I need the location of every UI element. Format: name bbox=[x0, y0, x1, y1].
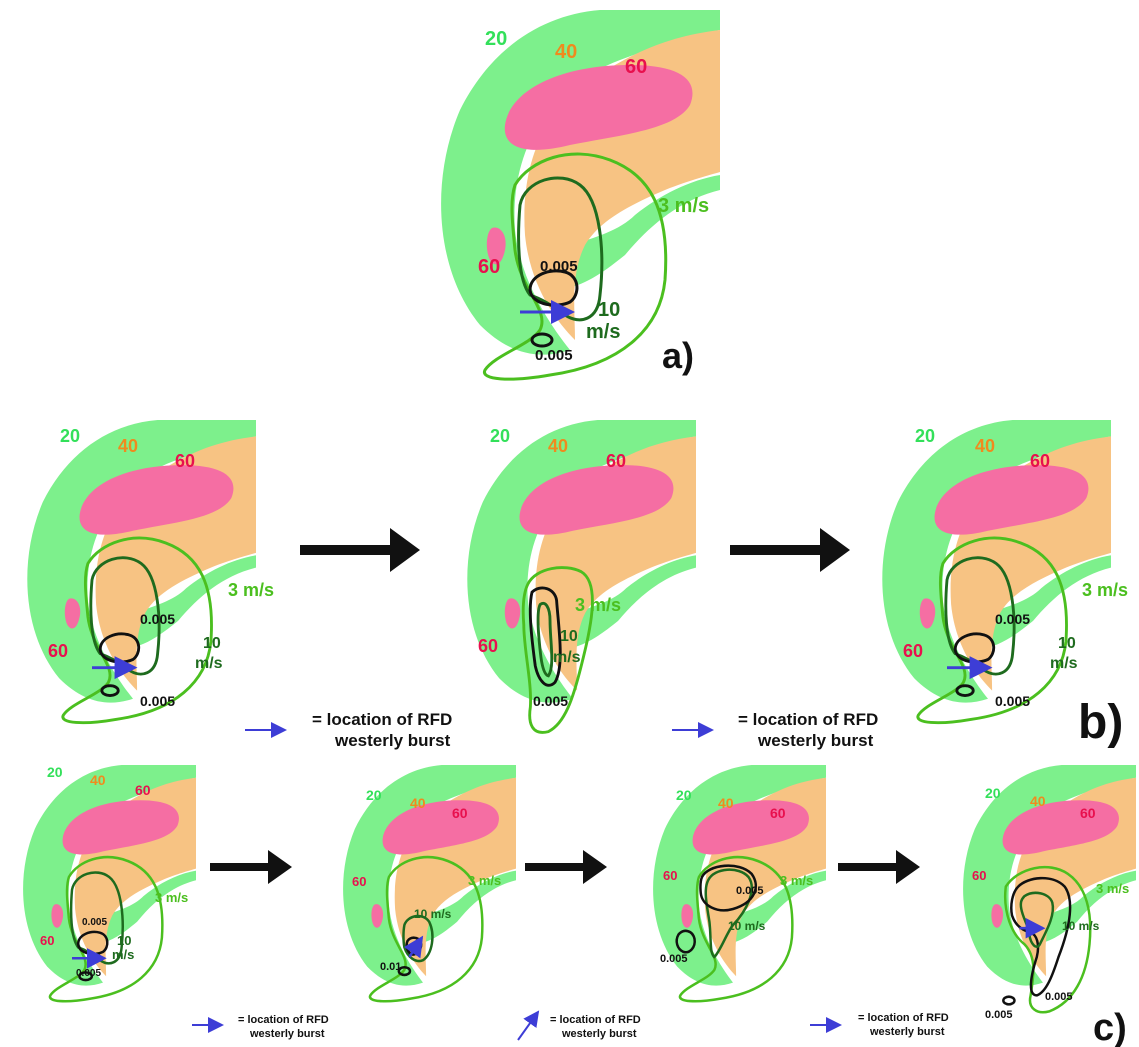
c2-label-10ms: 10 m/s bbox=[414, 907, 452, 921]
c3-label-0005-lower: 0.005 bbox=[660, 953, 688, 965]
b3-label-0005-lower: 0.005 bbox=[995, 693, 1030, 709]
c4-label-3ms: 3 m/s bbox=[1096, 881, 1129, 896]
label-60: 60 bbox=[625, 56, 647, 78]
b2-label-3ms: 3 m/s bbox=[575, 595, 621, 615]
c2-label-60-small: 60 bbox=[352, 874, 366, 889]
c4-label-60-small: 60 bbox=[972, 868, 986, 883]
c4-label-0005-right: 0.005 bbox=[1045, 991, 1073, 1003]
b2-label-60-small: 60 bbox=[478, 636, 498, 656]
c2-label-001: 0.01 bbox=[380, 961, 401, 973]
b1-label-10: 10 bbox=[203, 635, 221, 652]
b1-label-40: 40 bbox=[118, 436, 138, 456]
c2-label-60: 60 bbox=[452, 805, 468, 821]
c2-label-40: 40 bbox=[410, 795, 426, 811]
b1-label-ms: m/s bbox=[195, 655, 223, 672]
b2-label-10: 10 bbox=[560, 628, 578, 645]
time-arrow-c2 bbox=[525, 850, 607, 884]
time-arrow-b1 bbox=[300, 528, 420, 572]
b1-label-0005-upper: 0.005 bbox=[140, 611, 175, 627]
label-60-small: 60 bbox=[478, 256, 500, 278]
c1-label-40: 40 bbox=[90, 772, 106, 788]
c4-label-10ms: 10 m/s bbox=[1062, 919, 1100, 933]
b2-label-20: 20 bbox=[490, 426, 510, 446]
c-legend-line2-a: westerly burst bbox=[249, 1028, 325, 1040]
c4-label-60: 60 bbox=[1080, 805, 1096, 821]
c2-label-20: 20 bbox=[366, 787, 382, 803]
label-20: 20 bbox=[485, 28, 507, 50]
panel-b-1 bbox=[27, 420, 256, 723]
b1-label-0005-lower: 0.005 bbox=[140, 693, 175, 709]
b-legend-line1-b: = location of RFD bbox=[738, 710, 878, 729]
panel-c-tag: c) bbox=[1093, 1007, 1127, 1047]
b3-label-20: 20 bbox=[915, 426, 935, 446]
c4-label-40: 40 bbox=[1030, 793, 1046, 809]
c1-label-0005-lower: 0.005 bbox=[76, 968, 101, 979]
b3-label-3ms: 3 m/s bbox=[1082, 580, 1128, 600]
c4-label-0005-left: 0.005 bbox=[985, 1009, 1013, 1021]
c1-label-3ms: 3 m/s bbox=[155, 890, 188, 905]
b2-label-0005: 0.005 bbox=[533, 693, 568, 709]
panel-b-tag: b) bbox=[1078, 696, 1123, 749]
b3-label-60-small: 60 bbox=[903, 641, 923, 661]
b3-label-ms: m/s bbox=[1050, 655, 1078, 672]
c-legend-line2-b: westerly burst bbox=[561, 1028, 637, 1040]
b2-label-ms: m/s bbox=[553, 649, 581, 666]
time-arrow-c1 bbox=[210, 850, 292, 884]
b3-label-40: 40 bbox=[975, 436, 995, 456]
c3-label-0005-upper: 0.005 bbox=[736, 885, 764, 897]
label-10: 10 bbox=[598, 299, 620, 321]
c1-label-10: 10 bbox=[117, 933, 131, 948]
b3-label-0005-upper: 0.005 bbox=[995, 611, 1030, 627]
c1-label-60: 60 bbox=[135, 782, 151, 798]
c4-label-20: 20 bbox=[985, 785, 1001, 801]
b2-label-60: 60 bbox=[606, 451, 626, 471]
b1-label-3ms: 3 m/s bbox=[228, 580, 274, 600]
c1-label-60-small: 60 bbox=[40, 933, 54, 948]
b-legend-line2-b: westerly burst bbox=[757, 731, 874, 750]
c3-label-40: 40 bbox=[718, 795, 734, 811]
panel-c-1 bbox=[23, 765, 196, 1001]
b2-label-40: 40 bbox=[548, 436, 568, 456]
label-0005-upper: 0.005 bbox=[540, 258, 578, 275]
c-legend-arrow-2 bbox=[518, 1012, 538, 1040]
panel-b-3 bbox=[882, 420, 1111, 723]
c3-label-10ms: 10 m/s bbox=[728, 919, 766, 933]
b1-label-60: 60 bbox=[175, 451, 195, 471]
b3-label-10: 10 bbox=[1058, 635, 1076, 652]
label-0005-lower: 0.005 bbox=[535, 347, 573, 364]
c1-label-ms: m/s bbox=[112, 947, 134, 962]
label-3ms: 3 m/s bbox=[658, 195, 709, 217]
time-arrow-b2 bbox=[730, 528, 850, 572]
b1-label-60-small: 60 bbox=[48, 641, 68, 661]
b3-label-60: 60 bbox=[1030, 451, 1050, 471]
c3-label-60-small: 60 bbox=[663, 868, 677, 883]
b-legend-line2-a: westerly burst bbox=[334, 731, 451, 750]
c1-label-20: 20 bbox=[47, 764, 63, 780]
c-legend-line1-c: = location of RFD bbox=[858, 1012, 949, 1024]
c1-label-0005-upper: 0.005 bbox=[82, 917, 107, 928]
c3-label-20: 20 bbox=[676, 787, 692, 803]
c-legend-line1-a: = location of RFD bbox=[238, 1014, 329, 1026]
c3-label-3ms: 3 m/s bbox=[780, 873, 813, 888]
label-ms: m/s bbox=[586, 321, 620, 343]
b1-label-20: 20 bbox=[60, 426, 80, 446]
panel-b-2 bbox=[467, 420, 696, 732]
c-legend-line1-b: = location of RFD bbox=[550, 1014, 641, 1026]
panel-a-tag: a) bbox=[662, 335, 694, 376]
c-legend-line2-c: westerly burst bbox=[869, 1026, 945, 1038]
c2-label-3ms: 3 m/s bbox=[468, 873, 501, 888]
b-legend-line1-a: = location of RFD bbox=[312, 710, 452, 729]
c3-label-60: 60 bbox=[770, 805, 786, 821]
time-arrow-c3 bbox=[838, 850, 920, 884]
label-40: 40 bbox=[555, 41, 577, 63]
